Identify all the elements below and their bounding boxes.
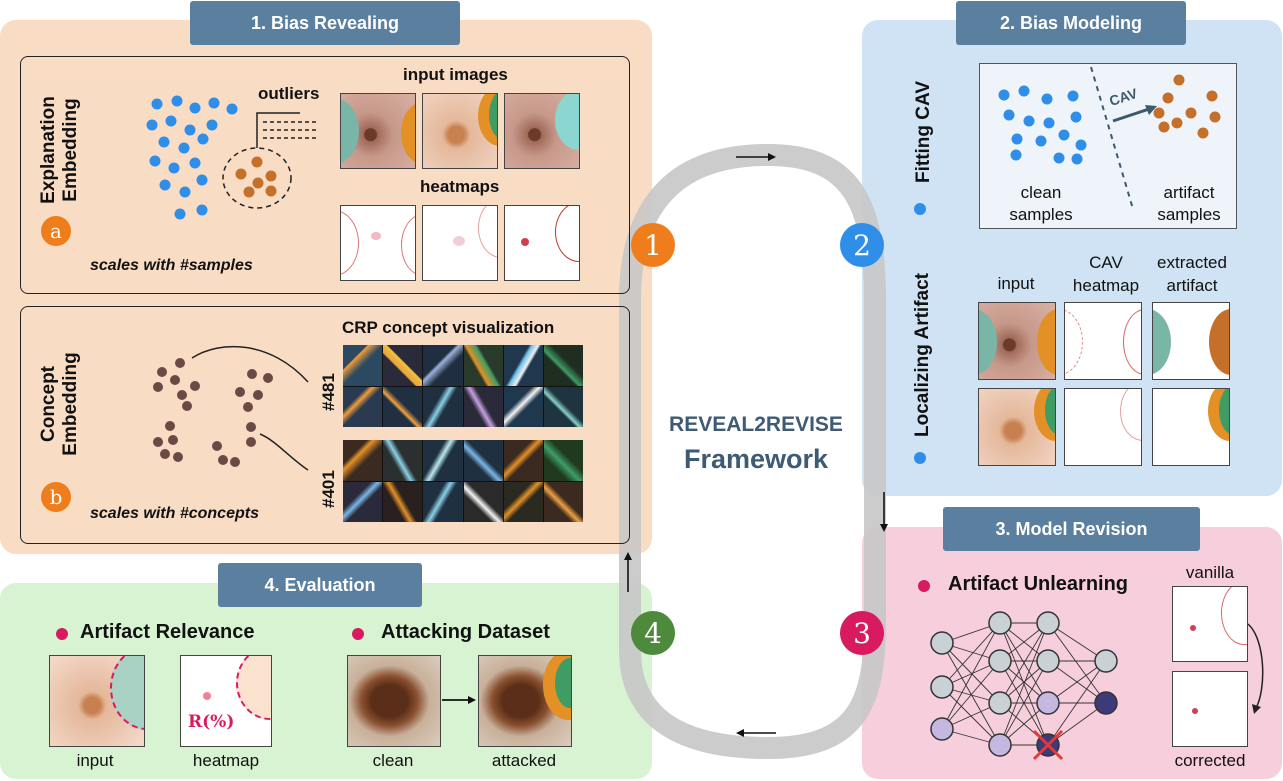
crp-grid-401 (343, 440, 583, 522)
eval-attacked-label: attacked (491, 751, 557, 770)
explanation-embedding-box (20, 56, 630, 294)
attacking-dataset-label: Attacking Dataset (381, 621, 550, 643)
eval-input-image (49, 655, 145, 747)
input-image-2 (422, 93, 498, 169)
eval-clean-label: clean (372, 751, 414, 770)
step2-header: 2. Bias Modeling (956, 1, 1186, 45)
badge-a: a (41, 216, 71, 246)
eval-input-label: input (76, 751, 114, 770)
step1-badge: 1 (631, 223, 675, 267)
badge-b: b (41, 482, 71, 512)
fitting-cav-bullet (914, 203, 926, 215)
unlearning-bullet (918, 580, 930, 592)
concept-scatter (153, 345, 309, 471)
step2-badge: 2 (840, 223, 884, 267)
neural-network (930, 611, 1118, 761)
step4-header: 4. Evaluation (218, 563, 422, 607)
scales-concepts-label: scales with #concepts (90, 505, 259, 522)
step4-badge: 4 (631, 611, 675, 655)
eval-attacked-image (478, 655, 572, 747)
attacking-bullet (352, 628, 364, 640)
heatmap-1 (340, 205, 416, 281)
eval-clean-image (347, 655, 441, 747)
crp-title: CRP concept visualization (342, 318, 555, 337)
input-image-1 (340, 93, 416, 169)
loc-extracted-1 (1152, 302, 1230, 380)
input-image-3 (504, 93, 580, 169)
concept-embedding-box (20, 306, 630, 544)
loc-heatmap-2 (1064, 388, 1142, 466)
loc-heatmap-1 (1064, 302, 1142, 380)
framework-title: REVEAL2REVISE (669, 413, 843, 436)
concept-id-481: #481 (319, 373, 338, 411)
loc-extracted-2 (1152, 388, 1230, 466)
input-images-label: input images (403, 65, 508, 84)
attack-arrow (442, 696, 476, 704)
relevance-bullet (56, 628, 68, 640)
heatmaps-label: heatmaps (420, 177, 500, 196)
explanation-scatter (146, 95, 318, 220)
concept-id-401: #401 (319, 470, 338, 508)
fitting-cav-label: Fitting CAV (913, 81, 934, 184)
cav-scatter (998, 66, 1221, 210)
corrected-heatmap (1172, 671, 1248, 747)
artifact-unlearning-label: Artifact Unlearning (948, 573, 1129, 595)
outliers-label: outliers (258, 84, 320, 103)
step1-header: 1. Bias Revealing (190, 1, 460, 45)
step3-header: 3. Model Revision (943, 507, 1200, 551)
corrected-label: corrected (1174, 751, 1246, 770)
localizing-artifact-label: Localizing Artifact (912, 273, 933, 437)
eval-heatmap (180, 655, 272, 747)
framework-subtitle: Framework (683, 444, 829, 474)
crp-grid-481 (343, 345, 583, 427)
eval-heatmap-label: heatmap (192, 751, 260, 770)
relevance-percent-label: R(%) (188, 712, 235, 732)
loc-input-2 (978, 388, 1056, 466)
heatmap-3 (504, 205, 580, 281)
vanilla-heatmap (1172, 586, 1248, 662)
heatmap-2 (422, 205, 498, 281)
step3-badge: 3 (840, 611, 884, 655)
artifact-relevance-label: Artifact Relevance (80, 621, 255, 643)
vanilla-label: vanilla (1185, 563, 1235, 582)
revision-arrow (1247, 623, 1264, 714)
col-input-label: input (997, 274, 1035, 293)
loc-input-1 (978, 302, 1056, 380)
scales-samples-label: scales with #samples (90, 257, 253, 274)
localizing-bullet (914, 452, 926, 464)
